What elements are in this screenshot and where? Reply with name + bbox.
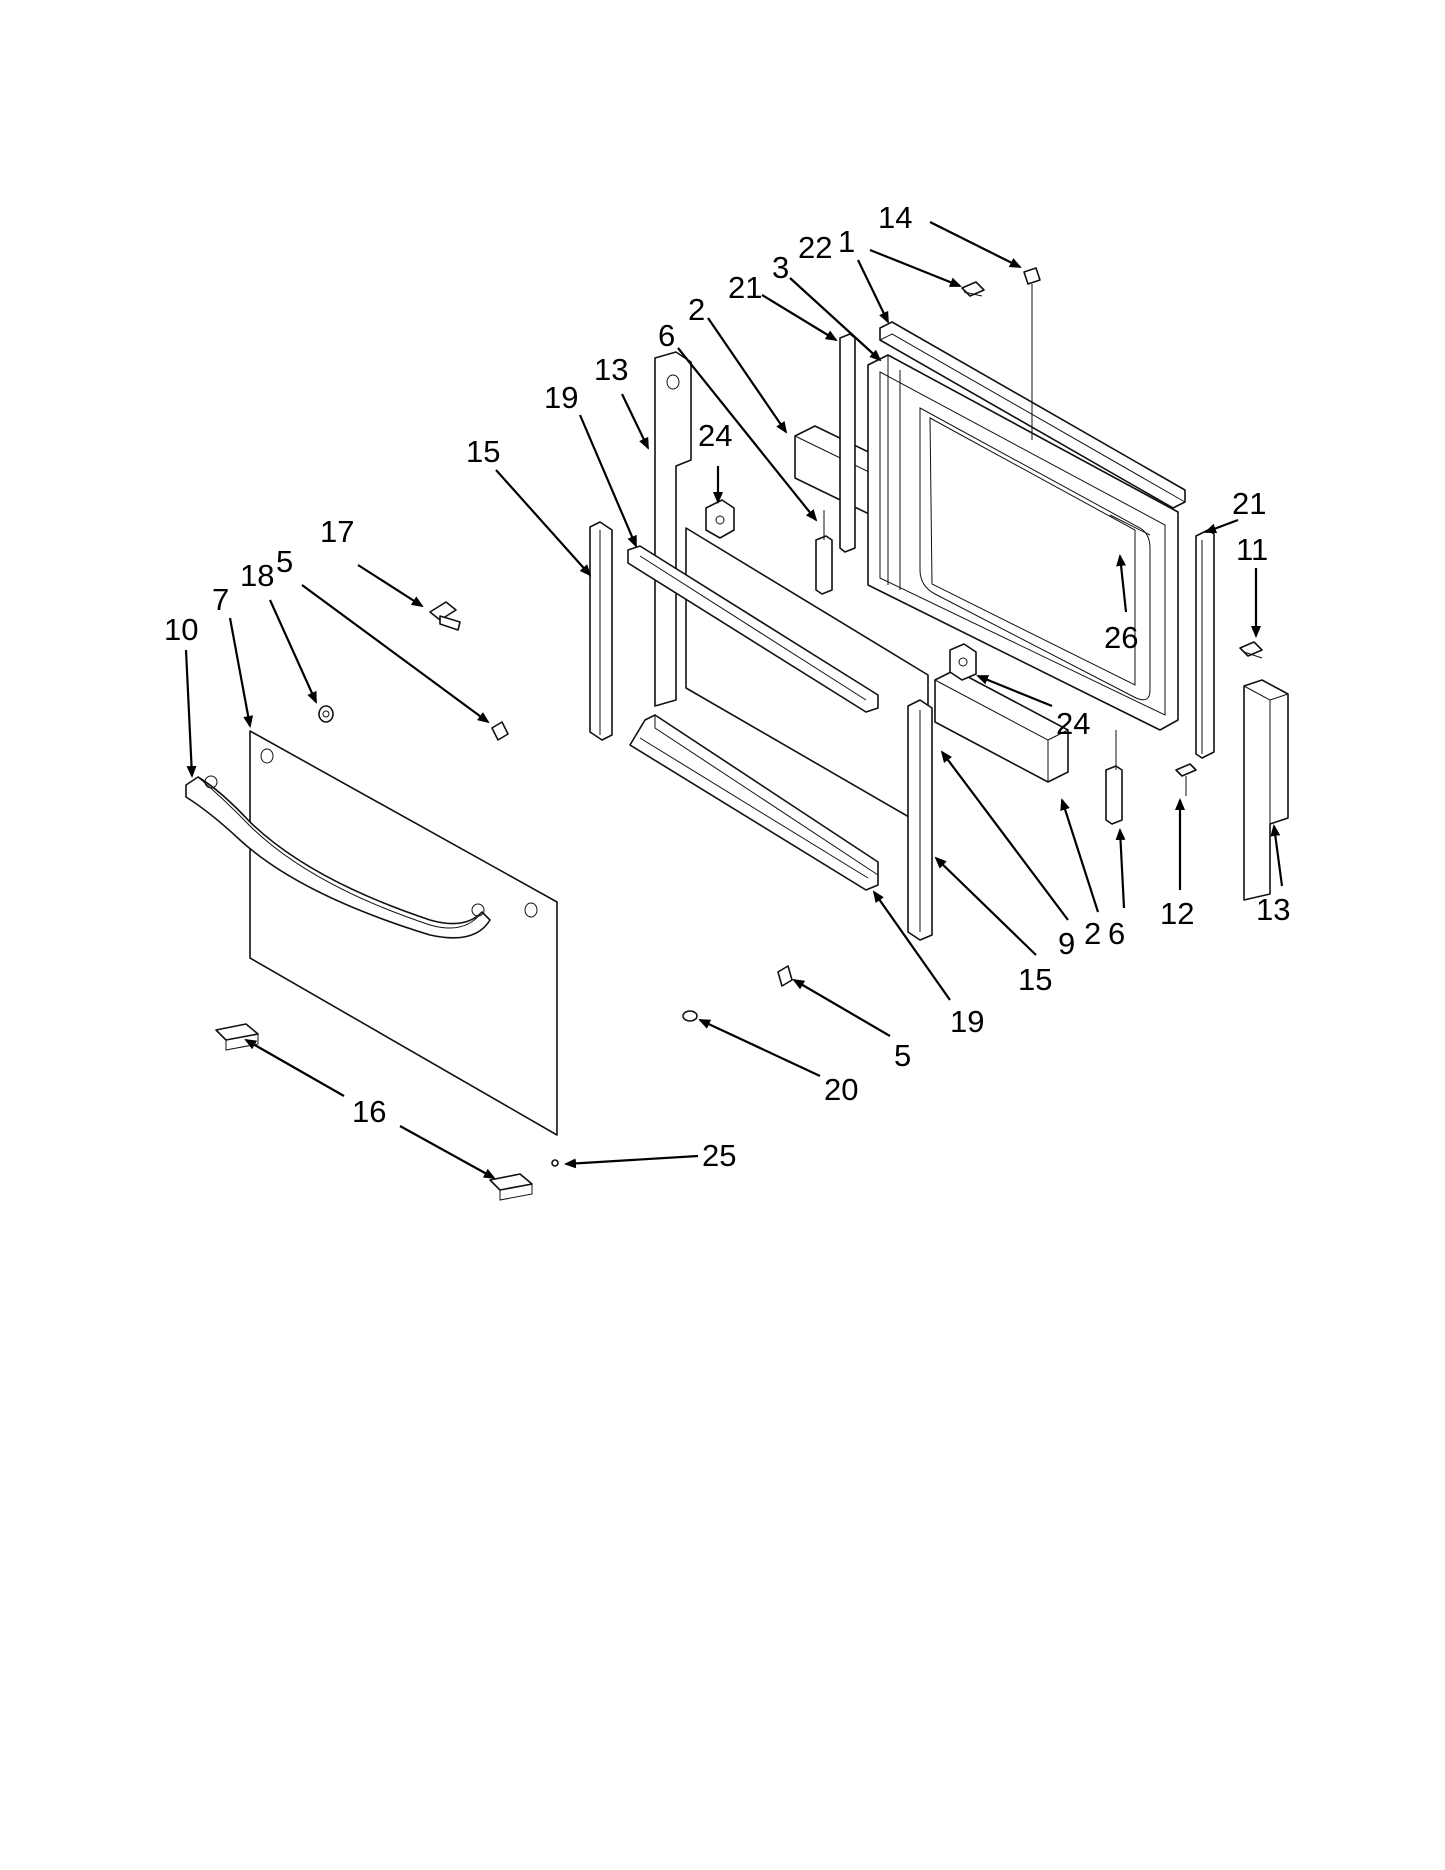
hinge-cover-16-upper [215,1023,259,1051]
callout-6-lower: 6 [1108,916,1125,951]
spring-20 [682,1010,698,1022]
nut-18 [318,705,334,723]
door-side-seal-left [839,333,856,553]
leader-lines [184,221,1284,1179]
callout-15-upper: 15 [466,434,500,469]
callout-2-upper: 2 [688,292,705,327]
screw-17 [429,601,461,631]
callout-13-lower: 13 [1256,892,1290,927]
callout-26: 26 [1104,620,1138,655]
callout-21-right: 21 [1232,486,1266,521]
callout-1: 1 [838,224,855,259]
callout-6-upper: 6 [658,318,675,353]
callout-2-lower: 2 [1084,916,1101,951]
door-handle [185,775,491,939]
callout-5-upper: 5 [276,544,293,579]
insulation-strip-lower [934,669,1069,783]
callout-25: 25 [702,1138,736,1173]
callout-9: 9 [1058,926,1075,961]
callout-3: 3 [772,250,789,285]
door-side-seal-right [1195,529,1215,759]
clip-5-upper [491,721,509,741]
callout-5-lower: 5 [894,1038,911,1073]
callout-20: 20 [824,1072,858,1107]
screw-12 [1175,763,1197,796]
hinge-receiver-6-lower [1105,730,1123,825]
callout-15-lower: 15 [1018,962,1052,997]
callout-19-upper: 19 [544,380,578,415]
callout-14: 14 [878,200,912,235]
callout-labels: 14 22 1 3 21 2 6 13 19 24 15 17 18 5 7 1… [164,200,1290,1173]
hinge-receiver-6-upper [815,510,833,595]
bracket-24-upper [705,499,735,539]
callout-18: 18 [240,558,274,593]
callout-24-upper: 24 [698,418,732,453]
callout-16: 16 [352,1094,386,1129]
callout-13-upper: 13 [594,352,628,387]
glass-channel-bottom [629,714,879,891]
callout-24-lower: 24 [1056,706,1090,741]
dot-25 [551,1159,559,1167]
callout-7: 7 [212,582,229,617]
callout-10: 10 [164,612,198,647]
inner-door-frame [867,354,1179,731]
bracket-24-lower [949,643,977,681]
screw-14 [1023,267,1041,440]
callout-12: 12 [1160,896,1194,931]
callout-17: 17 [320,514,354,549]
callout-22: 22 [798,230,832,265]
door-glass-outer [249,730,558,1136]
clip-5-lower [777,965,793,987]
side-trim-right [907,699,933,941]
callout-21-upper: 21 [728,270,762,305]
hinge-cover-16-lower [489,1173,533,1201]
vertical-insulation-left [654,351,692,707]
callout-19-lower: 19 [950,1004,984,1039]
callout-11: 11 [1236,532,1268,567]
side-trim-left [589,521,613,741]
vertical-insulation-right [1243,679,1289,901]
screw-11 [1239,641,1263,659]
screw-1 [961,281,985,297]
glass-channel-top [627,545,879,713]
